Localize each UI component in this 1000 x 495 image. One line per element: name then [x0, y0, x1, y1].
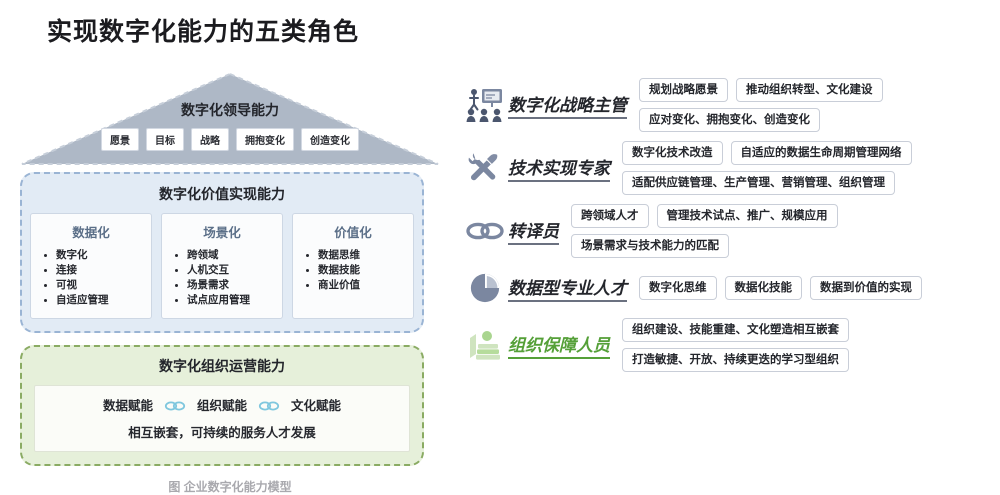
role-tag: 场景需求与技术能力的匹配: [571, 234, 729, 258]
org-subtitle: 相互嵌套，可持续的服务人才发展: [128, 426, 316, 440]
roof-tag-list: 愿景 目标 战略 拥抱变化 创造变化: [20, 128, 440, 151]
role-tag-list: 数字化思维 数据化技能 数据到价值的实现: [639, 276, 922, 300]
org-block-inner-panel: 数据赋能 组织赋能 文化赋能 相互嵌套，可持续的服务人才发展: [34, 385, 410, 452]
capability-item: 数据思维: [306, 248, 407, 263]
figure-caption: 图 企业数字化能力模型: [168, 480, 292, 494]
capability-item: 数字化: [44, 248, 145, 263]
role-row-org-support: 组织保障人员 组织建设、技能重建、文化塑造相互嵌套 打造敏捷、开放、持续更迭的学…: [462, 318, 992, 372]
role-tag: 数字化技术改造: [622, 141, 723, 165]
presentation-audience-icon: [462, 84, 508, 126]
roof-title: 数字化领导能力: [181, 102, 279, 118]
chain-link-icon: [258, 400, 280, 410]
capability-item-list: 跨领域 人机交互 场景需求 试点应用管理: [168, 248, 276, 308]
role-tag: 应对变化、拥抱变化、创造变化: [639, 108, 820, 132]
roof-tag: 战略: [191, 128, 229, 151]
wrench-screwdriver-icon: [462, 147, 508, 189]
person-books-icon: [462, 324, 508, 366]
org-enablement-item: 组织赋能: [196, 399, 247, 413]
role-tag: 自适应的数据生命周期管理网络: [730, 141, 912, 165]
capability-item: 数据技能: [306, 263, 407, 278]
capability-item: 商业价值: [306, 278, 407, 293]
value-realization-block: 数字化价值实现能力 数据化 数字化 连接 可视 自适应管理 场景化 跨领域 人机…: [20, 172, 424, 333]
org-enablement-row: 数据赋能 组织赋能 文化赋能: [41, 395, 403, 414]
page-title: 实现数字化能力的五类角色: [47, 18, 360, 46]
role-tag: 推动组织转型、文化建设: [736, 78, 883, 102]
roof-tag: 创造变化: [301, 128, 359, 151]
capability-item-list: 数据思维 数据技能 商业价值: [299, 248, 407, 293]
role-row-translator: 转译员 跨领域人才 管理技术试点、推广、规模应用 场景需求与技术能力的匹配: [462, 204, 992, 258]
org-enablement-item: 数据赋能: [102, 399, 153, 413]
roof-tag: 愿景: [101, 128, 139, 151]
capability-item: 人机交互: [175, 263, 276, 278]
role-tag: 数据到价值的实现: [810, 276, 922, 300]
role-tag-list: 规划战略愿景 推动组织转型、文化建设 应对变化、拥抱变化、创造变化: [639, 78, 992, 132]
capability-card-datafication: 数据化 数字化 连接 可视 自适应管理: [30, 213, 152, 319]
capability-item: 可视: [44, 278, 145, 293]
chain-link-icon: [462, 210, 508, 252]
roof-tag: 目标: [146, 128, 184, 151]
role-name: 数字化战略主管: [508, 91, 627, 119]
value-block-title: 数字化价值实现能力: [159, 186, 285, 202]
capability-model-diagram: 数字化领导能力 愿景 目标 战略 拥抱变化 创造变化 数字化价值实现能力 数据化…: [20, 72, 440, 494]
org-operation-block: 数字化组织运营能力 数据赋能 组织赋能 文化赋能: [20, 345, 424, 466]
role-tag-list: 组织建设、技能重建、文化塑造相互嵌套 打造敏捷、开放、持续更迭的学习型组织: [622, 318, 992, 372]
capability-card-title: 价值化: [334, 226, 372, 240]
roles-panel: 数字化战略主管 规划战略愿景 推动组织转型、文化建设 应对变化、拥抱变化、创造变…: [462, 78, 992, 381]
capability-item: 试点应用管理: [175, 293, 276, 308]
role-row-tech-expert: 技术实现专家 数字化技术改造 自适应的数据生命周期管理网络 适配供应链管理、生产…: [462, 141, 992, 195]
role-row-strategy-lead: 数字化战略主管 规划战略愿景 推动组织转型、文化建设 应对变化、拥抱变化、创造变…: [462, 78, 992, 132]
role-tag-list: 数字化技术改造 自适应的数据生命周期管理网络 适配供应链管理、生产管理、营销管理…: [622, 141, 992, 195]
capability-card-row: 数据化 数字化 连接 可视 自适应管理 场景化 跨领域 人机交互 场景需求 试点…: [30, 213, 414, 319]
capability-card-title: 数据化: [72, 226, 110, 240]
capability-card-scenarioization: 场景化 跨领域 人机交互 场景需求 试点应用管理: [161, 213, 283, 319]
role-tag: 数字化思维: [639, 276, 717, 300]
role-name: 组织保障人员: [508, 331, 610, 359]
role-tag: 适配供应链管理、生产管理、营销管理、组织管理: [622, 171, 895, 195]
capability-item: 连接: [44, 263, 145, 278]
capability-item: 跨领域: [175, 248, 276, 263]
role-name: 技术实现专家: [508, 154, 610, 182]
leadership-roof: 数字化领导能力 愿景 目标 战略 拥抱变化 创造变化: [20, 72, 440, 167]
role-name: 转译员: [508, 217, 559, 245]
roof-tag: 拥抱变化: [236, 128, 294, 151]
role-row-data-professional: 数据型专业人才 数字化思维 数据化技能 数据到价值的实现: [462, 267, 992, 309]
org-enablement-item: 文化赋能: [291, 399, 342, 413]
capability-card-title: 场景化: [203, 226, 241, 240]
role-name: 数据型专业人才: [508, 274, 627, 302]
role-tag: 数据化技能: [724, 276, 802, 300]
pie-chart-icon: [462, 267, 508, 309]
capability-item: 自适应管理: [44, 293, 145, 308]
capability-item-list: 数字化 连接 可视 自适应管理: [37, 248, 145, 308]
role-tag: 管理技术试点、推广、规模应用: [656, 204, 838, 228]
role-tag: 规划战略愿景: [639, 78, 728, 102]
role-tag: 打造敏捷、开放、持续更迭的学习型组织: [622, 348, 849, 372]
role-tag: 组织建设、技能重建、文化塑造相互嵌套: [622, 318, 849, 342]
org-block-title: 数字化组织运营能力: [159, 358, 285, 374]
role-tag: 跨领域人才: [571, 204, 649, 228]
capability-card-valuation: 价值化 数据思维 数据技能 商业价值: [292, 213, 414, 319]
capability-item: 场景需求: [175, 278, 276, 293]
role-tag-list: 跨领域人才 管理技术试点、推广、规模应用 场景需求与技术能力的匹配: [571, 204, 992, 258]
chain-link-icon: [164, 400, 186, 410]
